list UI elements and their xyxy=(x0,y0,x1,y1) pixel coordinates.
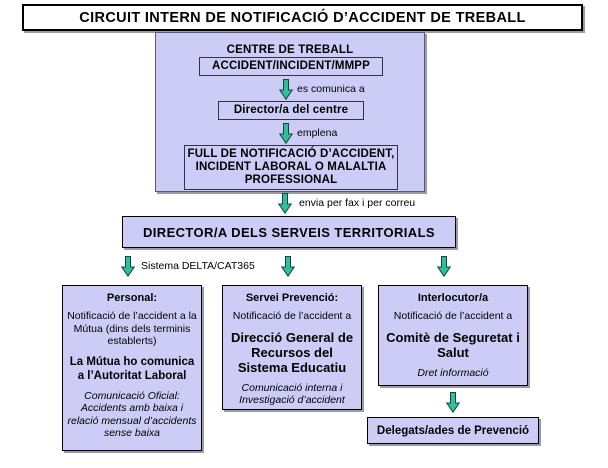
edge-label-envia-fax-correu: envia per fax i per correu xyxy=(299,197,416,209)
card-subtitle: Notificació de l’accident a xyxy=(232,310,352,322)
card-personal: Personal: Notificació de l’accident a la… xyxy=(62,285,202,451)
arrow-down-icon xyxy=(279,79,293,100)
node-delegats-prevencio: Delegats/ades de Prevenció xyxy=(367,417,539,444)
arrow-down-icon xyxy=(446,392,460,413)
card-main-text: La Mútua ho comunica a l’Autoritat Labor… xyxy=(69,355,195,382)
diagram-title-box: CIRCUIT INTERN DE NOTIFICACIÓ D’ACCIDENT… xyxy=(22,4,583,31)
card-title: Interlocutor/a xyxy=(417,292,489,304)
card-note: Dret informació xyxy=(417,366,489,379)
card-main-text: Comitè de Seguretat i Salut xyxy=(386,329,520,360)
card-subtitle: Notificació de l’accident a xyxy=(393,310,513,322)
arrow-down-icon xyxy=(281,256,295,277)
node-territorial-services-director: DIRECTOR/A DELS SERVEIS TERRITORIALS xyxy=(122,216,456,248)
node-director-centre: Director/a del centre xyxy=(218,101,364,120)
card-main-text: Direcció General de Recursos del Sistema… xyxy=(230,329,354,375)
edge-label-es-comunica-a: es comunica a xyxy=(297,83,365,95)
card-servei-prevencio: Servei Prevenció: Notificació de l’accid… xyxy=(222,285,362,410)
arrow-down-icon xyxy=(121,256,135,277)
arrow-down-icon xyxy=(437,256,451,277)
edge-label-sistema-delta: Sistema DELTA/CAT365 xyxy=(141,260,255,272)
card-subtitle: Notificació de l’accident a la Mútua (di… xyxy=(67,310,197,347)
workplace-container: CENTRE DE TREBALL ACCIDENT/INCIDENT/MMPP… xyxy=(155,32,425,192)
workplace-header: CENTRE DE TREBALL xyxy=(226,44,354,56)
arrow-down-icon xyxy=(279,123,293,144)
card-title: Servei Prevenció: xyxy=(245,292,339,304)
card-note: Comunicació interna i Investigació d’acc… xyxy=(239,381,345,407)
edge-label-emplena: emplena xyxy=(297,127,338,139)
node-notification-form: FULL DE NOTIFICACIÓ D’ACCIDENT, INCIDENT… xyxy=(184,145,398,190)
card-title: Personal: xyxy=(106,292,158,304)
card-interlocutor: Interlocutor/a Notificació de l’accident… xyxy=(378,285,528,386)
card-note: Comunicació Oficial: Accidents amb baixa… xyxy=(67,389,197,440)
node-accident-incident: ACCIDENT/INCIDENT/MMPP xyxy=(199,57,383,76)
page-title: CIRCUIT INTERN DE NOTIFICACIÓ D’ACCIDENT… xyxy=(79,9,526,26)
arrow-down-icon xyxy=(278,193,292,214)
